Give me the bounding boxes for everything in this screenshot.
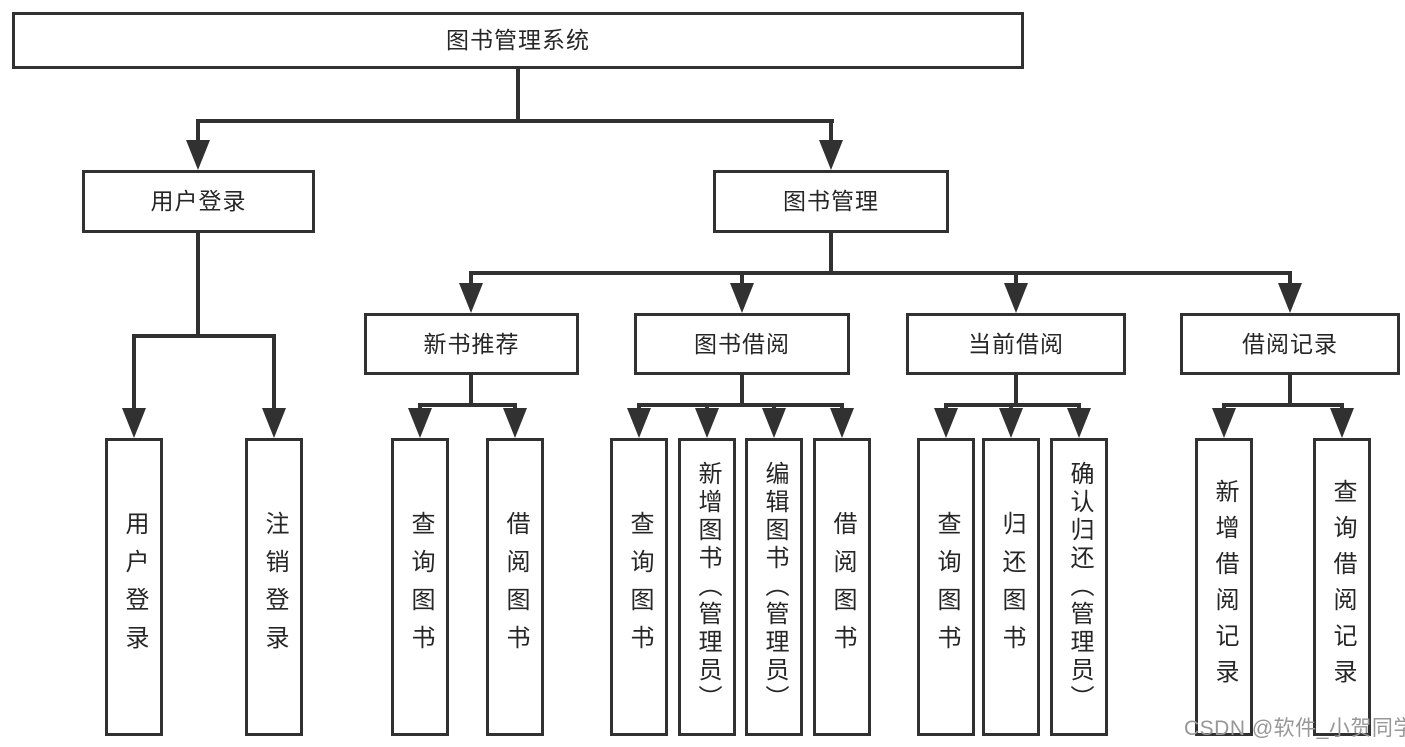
node-label: 图书管理 <box>783 188 879 214</box>
arrow-down-icon <box>627 408 651 438</box>
connector-nbr-hline <box>418 403 517 407</box>
node-book-borrowing: 图书借阅 <box>634 313 850 375</box>
leaf-cb-confirm-return-admin: 确认归还（管理员） <box>1050 438 1108 736</box>
leaf-label: 借阅图书 <box>829 511 856 663</box>
leaf-bb-borrow-books: 借阅图书 <box>813 438 871 736</box>
connector-root-hline <box>196 119 834 123</box>
connector-nbr-stub <box>469 373 473 407</box>
leaf-label: 确认归还（管理员） <box>1066 461 1093 713</box>
node-book-management: 图书管理 <box>713 170 949 233</box>
connector-br-hline <box>1222 403 1344 407</box>
connector-shaft <box>829 119 833 146</box>
leaf-br-query-borrow-record: 查询借阅记录 <box>1313 438 1371 736</box>
leaf-user-login: 用户登录 <box>105 438 163 736</box>
leaf-bb-add-books-admin: 新增图书（管理员） <box>678 438 736 736</box>
node-borrowing-records: 借阅记录 <box>1180 313 1400 375</box>
leaf-label: 查询图书 <box>626 511 653 663</box>
arrow-down-icon <box>830 408 854 438</box>
node-label: 图书管理系统 <box>446 27 590 53</box>
leaf-label: 查询借阅记录 <box>1329 479 1356 695</box>
connector-cb-stub <box>1014 373 1018 407</box>
arrow-down-icon <box>459 283 483 313</box>
node-label: 用户登录 <box>150 188 247 214</box>
arrow-down-icon <box>1004 283 1028 313</box>
arrow-down-icon <box>1278 283 1302 313</box>
node-label: 当前借阅 <box>968 330 1064 357</box>
connector-shaft <box>132 334 136 410</box>
leaf-label: 新增图书（管理员） <box>694 461 721 713</box>
leaf-logout: 注销登录 <box>245 438 303 736</box>
connector-userlogin-stub <box>196 232 200 336</box>
node-library-management-system: 图书管理系统 <box>12 12 1024 69</box>
leaf-bb-query-books: 查询图书 <box>610 438 668 736</box>
node-user-login: 用户登录 <box>82 170 315 233</box>
arrow-down-icon <box>695 408 719 438</box>
leaf-bb-edit-books-admin: 编辑图书（管理员） <box>745 438 803 736</box>
leaf-cb-query-books: 查询图书 <box>917 438 975 736</box>
arrow-down-icon <box>1212 408 1236 438</box>
connector-shaft <box>1288 271 1292 287</box>
connector-shaft <box>272 334 276 410</box>
leaf-cb-return-books: 归还图书 <box>982 438 1040 736</box>
leaf-label: 新增借阅记录 <box>1211 479 1238 695</box>
connector-shaft <box>740 271 744 287</box>
leaf-nbr-query-books: 查询图书 <box>391 438 449 736</box>
leaf-nbr-borrow-books: 借阅图书 <box>486 438 544 736</box>
connector-bb-hline <box>637 403 844 407</box>
arrow-down-icon <box>186 140 210 170</box>
leaf-label: 借阅图书 <box>502 511 529 663</box>
node-label: 借阅记录 <box>1242 330 1338 357</box>
arrow-down-icon <box>730 283 754 313</box>
node-label: 图书借阅 <box>694 330 790 357</box>
node-new-book-recommend: 新书推荐 <box>364 313 579 375</box>
connector-bb-stub <box>740 373 744 407</box>
arrow-down-icon <box>819 140 843 170</box>
arrow-down-icon <box>934 408 958 438</box>
connector-br-stub <box>1288 373 1292 407</box>
arrow-down-icon <box>262 408 286 438</box>
arrow-down-icon <box>1330 408 1354 438</box>
connector-shaft <box>469 271 473 287</box>
csdn-watermark: CSDN @软件_小贺同学 <box>1184 717 1405 740</box>
connector-bookmgmt-stub <box>829 233 833 273</box>
connector-root-stub <box>516 69 520 121</box>
connector-shaft <box>1014 271 1018 287</box>
arrow-down-icon <box>762 408 786 438</box>
leaf-label: 归还图书 <box>998 511 1025 663</box>
arrow-down-icon <box>122 408 146 438</box>
arrow-down-icon <box>999 408 1023 438</box>
leaf-br-add-borrow-record: 新增借阅记录 <box>1195 438 1253 736</box>
arrow-down-icon <box>1067 408 1091 438</box>
arrow-down-icon <box>503 408 527 438</box>
connector-shaft <box>196 119 200 146</box>
arrow-down-icon <box>408 408 432 438</box>
connector-bookmgmt-hline <box>469 271 1292 275</box>
node-current-borrowing: 当前借阅 <box>906 313 1126 375</box>
leaf-label: 查询图书 <box>933 511 960 663</box>
leaf-label: 编辑图书（管理员） <box>761 461 788 713</box>
leaf-label: 用户登录 <box>121 511 148 663</box>
leaf-label: 查询图书 <box>407 511 434 663</box>
leaf-label: 注销登录 <box>261 511 288 663</box>
connector-userlogin-hline <box>132 334 276 338</box>
node-label: 新书推荐 <box>423 330 520 357</box>
